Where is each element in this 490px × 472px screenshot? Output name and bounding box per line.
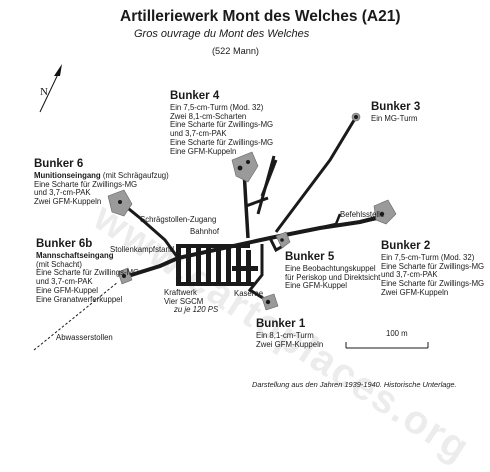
- label-stollenkampfstand: Stollenkampfstand: [110, 245, 175, 254]
- diagram-stage: www.cartoplaces.org: [33, 8, 485, 471]
- bunker-2-line: Eine Scharte für Zwillings-MG: [381, 279, 485, 289]
- bunker-1-line: Zwei GFM-Kuppeln: [256, 339, 324, 349]
- bunker-3-info: Bunker 3 Ein MG-Turm: [371, 101, 420, 124]
- compass-label: N: [40, 86, 48, 98]
- bunker-6-line: Eine Scharte für Zwillings-MG: [34, 179, 138, 189]
- scale-label: 100 m: [386, 329, 408, 338]
- bunker-2-line: und 3,7-cm-PAK: [381, 270, 438, 280]
- bunker-4-line: Eine GFM-Kuppeln: [170, 146, 237, 156]
- kaserne-galleries: [176, 244, 258, 286]
- bunker-6b-info: Bunker 6b Mannschaftseingang (mit Schach…: [36, 238, 139, 305]
- caption: Darstellung aus den Jahren 1939-1940. Hi…: [252, 380, 457, 389]
- bunker-6b-line: und 3,7-cm-PAK: [36, 277, 93, 287]
- label-befehlsstelle: Befehlsstelle: [340, 210, 385, 219]
- bunker-2-name: Bunker 2: [381, 240, 431, 252]
- bunker-1-line: Ein 8,1-cm-Turm: [256, 330, 314, 340]
- tunnel-network: [123, 116, 387, 302]
- label-bahnhof: Bahnhof: [190, 227, 220, 236]
- label-schraegstollen: Schrägstollen-Zugang: [140, 215, 217, 224]
- label-abwasserstollen: Abwasserstollen: [56, 333, 113, 342]
- bunker-6-name: Bunker 6: [34, 158, 84, 170]
- bunker-4-info: Bunker 4 Ein 7,5-cm-Turm (Mod. 32) Zwei …: [170, 90, 273, 157]
- bunker-6-heading: Munitionseingang: [34, 170, 101, 180]
- bunker-4-line: und 3,7-cm-PAK: [170, 129, 227, 139]
- bunker-6b-line: Eine Granatwerferkuppel: [36, 294, 123, 304]
- bunker-2-line: Eine Scharte für Zwillings-MG: [381, 261, 485, 271]
- bunker-5-line: für Periskop und Direktsicht: [285, 272, 381, 282]
- bunker-2-line: Zwei GFM-Kuppeln: [381, 288, 449, 298]
- bunker-6-info: Bunker 6 Munitionseingang (mit Schrägauf…: [34, 158, 169, 207]
- turret-markers: [118, 115, 385, 305]
- bunker-3-name: Bunker 3: [371, 101, 421, 113]
- page-title: Artilleriewerk Mont des Welches (A21): [120, 8, 401, 25]
- bunker-6-line: Zwei GFM-Kuppeln: [34, 197, 102, 207]
- bunker-2-block: [373, 199, 397, 225]
- bunker-6b-heading: Mannschaftseingang: [36, 250, 114, 260]
- label-kraftwerk-power: zu je 120 PS: [174, 305, 219, 315]
- label-kraftwerk-detail: Vier SGCM: [164, 296, 204, 306]
- bunker-4-line: Zwei 8,1-cm-Scharten: [170, 111, 247, 121]
- scale-bar: [345, 342, 429, 349]
- north-arrow-icon: [39, 64, 62, 113]
- bunker-1-name: Bunker 1: [256, 318, 306, 330]
- bunker-5-line: Eine GFM-Kuppel: [285, 281, 347, 291]
- fortress-plan: [33, 64, 429, 351]
- bunker-5-info: Bunker 5 Eine Beobachtungskuppel für Per…: [285, 251, 380, 291]
- abwasserstollen-line: [33, 281, 119, 351]
- bunker-4-line: Eine Scharte für Zwillings-MG: [170, 120, 274, 130]
- bunker-5-line: Eine Beobachtungskuppel: [285, 263, 376, 273]
- bunker-6b-name: Bunker 6b: [36, 238, 93, 250]
- label-kaserne: Kaserne: [234, 289, 264, 298]
- label-kraftwerk-name: Kraftwerk: [164, 288, 197, 297]
- bunker-4-name: Bunker 4: [170, 90, 220, 102]
- bunker-2-line: Ein 7,5-cm-Turm (Mod. 32): [381, 252, 475, 262]
- bunker-4-line: Ein 7,5-cm-Turm (Mod. 32): [170, 102, 264, 112]
- bunker-6-line: und 3,7-cm-PAK: [34, 188, 91, 198]
- bunker-6-heading-note: (mit Schrägaufzug): [102, 170, 169, 180]
- page-subtitle: Gros ouvrage du Mont des Welches: [134, 28, 310, 40]
- bunker-1-info: Bunker 1 Ein 8,1-cm-Turm Zwei GFM-Kuppel…: [256, 318, 323, 349]
- bunker-5-name: Bunker 5: [285, 251, 335, 263]
- bunker-6b-line: Eine GFM-Kuppel: [36, 286, 98, 296]
- bunker-6b-heading-note: (mit Schacht): [36, 259, 82, 269]
- bunker-4-line: Eine Scharte für Zwillings-MG: [170, 138, 274, 148]
- bunker-4-block: [231, 151, 259, 183]
- bunker-2-info: Bunker 2 Ein 7,5-cm-Turm (Mod. 32) Eine …: [381, 240, 484, 298]
- label-kraftwerk: Kraftwerk Vier SGCM zu je 120 PS: [164, 288, 219, 315]
- bunker-6b-line: Eine Scharte für Zwillings-MG: [36, 268, 140, 278]
- garrison-count: (522 Mann): [212, 46, 259, 56]
- bunker-3-line: Ein MG-Turm: [371, 113, 418, 123]
